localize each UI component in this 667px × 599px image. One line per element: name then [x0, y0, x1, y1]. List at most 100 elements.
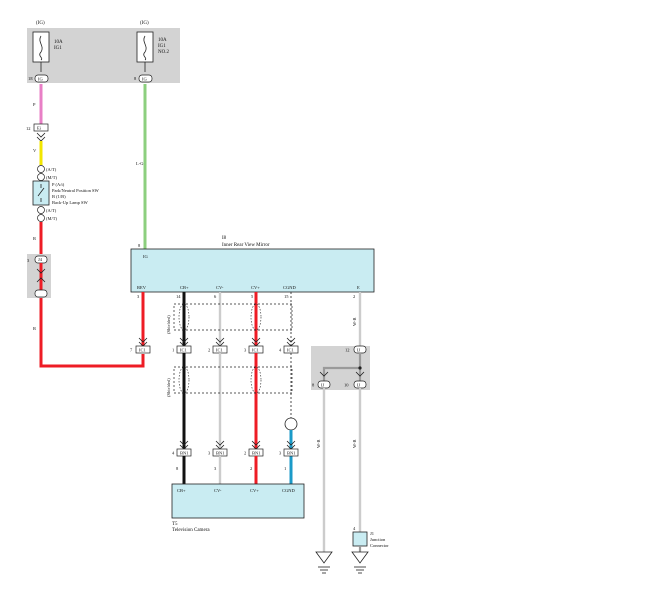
mirror-title: Inner Rear View Mirror — [222, 243, 270, 248]
svg-text:(A/T): (A/T) — [46, 208, 57, 213]
junction-connector-line2: Connector — [370, 543, 389, 548]
camera-term-cgnd: CGND — [282, 488, 296, 493]
wire-red-label: R — [33, 236, 36, 241]
svg-text:IC1: IC1 — [180, 348, 187, 353]
ic1-connector-rev — [135, 345, 151, 354]
fuse-ig1-connector — [34, 74, 49, 83]
mirror-term-cb-plus: CB+ — [180, 285, 189, 290]
camera-term-cv-minus: CV- — [214, 488, 222, 493]
svg-text:1: 1 — [284, 466, 286, 471]
fuse-ig1: (IG) 10A IG1 1E IG — [28, 21, 63, 83]
svg-text:4: 4 — [353, 526, 356, 531]
svg-text:2: 2 — [250, 466, 252, 471]
junction-connector-code: J1 — [370, 531, 374, 536]
junction-pin-bottom — [34, 289, 48, 298]
fuse-box-shade — [27, 28, 180, 83]
svg-text:IC1: IC1 — [252, 348, 259, 353]
connector-upper-no: 12 — [26, 126, 31, 131]
fuse-ig1-name: IG1 — [54, 46, 62, 51]
svg-text:3: 3 — [214, 466, 217, 471]
switch-pin-mt2 — [37, 214, 45, 222]
svg-text:BN1: BN1 — [252, 451, 261, 456]
svg-text:3: 3 — [137, 294, 140, 299]
svg-text:W-B: W-B — [316, 440, 321, 449]
svg-text:IG: IG — [38, 77, 43, 82]
svg-text:15: 15 — [284, 294, 289, 299]
fuse-ig1-no2-pin-no: 8 — [134, 76, 137, 81]
shielded-label-lower: (Shielded) — [166, 378, 171, 397]
svg-text:R: R — [33, 326, 36, 331]
junction-connector-line1: Junction — [370, 537, 386, 542]
svg-text:2: 2 — [353, 294, 355, 299]
fuse-ig1-ref: (IG) — [36, 21, 45, 26]
fuse-ig1-no2-name: IG1 — [158, 44, 166, 49]
svg-text:W-B: W-B — [352, 318, 357, 327]
svg-text:BN1: BN1 — [287, 451, 296, 456]
shield-drain — [284, 417, 298, 431]
svg-text:IC1: IC1 — [287, 348, 294, 353]
svg-text:8: 8 — [176, 466, 179, 471]
svg-text:14: 14 — [176, 294, 181, 299]
fuse-ig1-no2-rating: 10A — [158, 38, 167, 43]
television-camera — [171, 483, 305, 519]
svg-text:(A/T): (A/T) — [46, 167, 57, 172]
svg-text:IC1: IC1 — [139, 348, 146, 353]
fuse-ig1-no2-connector — [138, 74, 153, 83]
connector-upper — [33, 123, 49, 132]
ground-symbol-right — [351, 551, 369, 574]
mirror-term-e: E — [357, 285, 360, 290]
ground-symbol-left — [315, 551, 333, 574]
fuse-ig1-no2-name2: NO.2 — [158, 50, 169, 55]
svg-text:3: 3 — [208, 451, 211, 456]
mirror-term-rev: REV — [137, 285, 147, 290]
shield-lower — [173, 366, 293, 394]
fuse-ig1-no2: (IG) 10A IG1 NO.2 8 IG — [134, 21, 169, 83]
switch-name-b: B (1/B) — [52, 194, 66, 199]
switch-pin-at2 — [37, 206, 45, 214]
inner-rear-view-mirror — [130, 248, 375, 293]
svg-text:4: 4 — [172, 451, 175, 456]
camera-code: T5 — [172, 522, 178, 527]
svg-text:BN1: BN1 — [180, 451, 189, 456]
switch-name-line1: Park/Neutral Position SW — [52, 188, 99, 193]
wire-yellow-label: V — [33, 148, 37, 153]
svg-text:3: 3 — [244, 348, 247, 353]
bn1-connector-cgnd — [283, 448, 299, 457]
svg-text:8: 8 — [138, 243, 141, 248]
svg-text:2: 2 — [208, 348, 210, 353]
camera-term-cb-plus: CB+ — [177, 488, 186, 493]
wire-green-label: L-G — [136, 161, 144, 166]
shield-upper — [173, 303, 293, 331]
switch-name-p: P (A/t) — [52, 182, 65, 187]
camera-term-cv-plus: CV+ — [250, 488, 259, 493]
svg-text:IG: IG — [142, 77, 147, 82]
svg-text:BN1: BN1 — [216, 451, 225, 456]
svg-text:12: 12 — [345, 348, 350, 353]
svg-text:IC1: IC1 — [216, 348, 223, 353]
svg-text:2: 2 — [244, 451, 246, 456]
switch-pin-mt — [37, 173, 45, 181]
svg-text:3: 3 — [279, 451, 282, 456]
svg-text:10: 10 — [344, 383, 349, 388]
mirror-pin-ig: IG — [143, 254, 148, 259]
svg-text:W-B: W-B — [352, 440, 357, 449]
wire-red-rev — [39, 298, 145, 368]
neutral-position-switch — [32, 180, 50, 206]
wire-pink-label: P — [33, 102, 36, 107]
svg-text:3: 3 — [27, 258, 30, 263]
svg-text:8: 8 — [312, 383, 315, 388]
svg-text:IJ: IJ — [321, 383, 324, 388]
shielded-label-upper: (Shielded) — [166, 315, 171, 334]
switch-pin-at — [37, 165, 45, 173]
svg-text:4: 4 — [279, 348, 282, 353]
svg-text:J4: J4 — [38, 257, 43, 262]
svg-text:(M/T): (M/T) — [46, 216, 57, 221]
svg-text:IJ: IJ — [357, 383, 360, 388]
mirror-term-cgnd: CGND — [283, 285, 297, 290]
svg-text:Ei: Ei — [37, 126, 42, 131]
fuse-ig1-pin-no: 1E — [28, 76, 33, 81]
junction-connector — [352, 531, 368, 547]
fuse-ig1-no2-ref: (IG) — [140, 21, 149, 26]
svg-text:5: 5 — [251, 294, 254, 299]
